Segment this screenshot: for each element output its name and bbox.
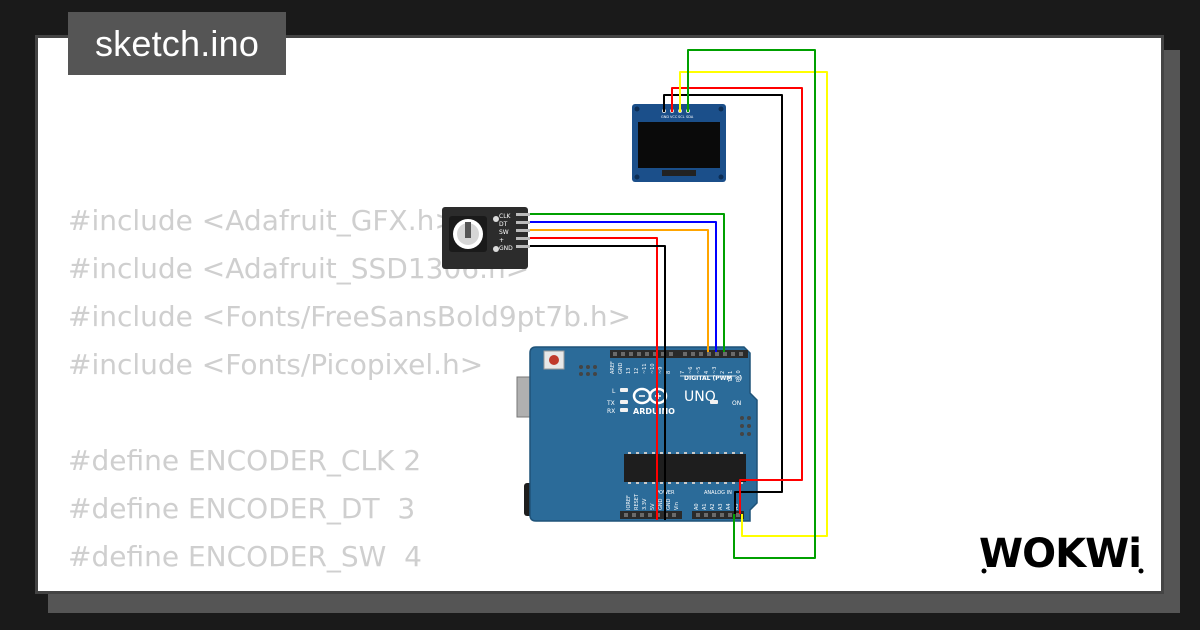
pin-label-gnd-1: GND xyxy=(658,498,664,510)
pin-label-4: 4 xyxy=(704,371,710,374)
on-label: ON xyxy=(732,400,741,407)
model-label: UNO xyxy=(684,389,716,405)
pin-label-a1: A1 xyxy=(702,503,708,510)
wire-sw[interactable] xyxy=(530,229,709,352)
pin-label-9: ~9 xyxy=(658,367,664,374)
led-on xyxy=(710,400,718,404)
pin-label-a3: A3 xyxy=(718,503,724,510)
arduino-uno-board[interactable]: AREF GND 13 12 ~11 ~10 ~9 8 7 ~6 ~5 4 ~3… xyxy=(516,346,758,522)
wire-encoder-gnd[interactable] xyxy=(530,245,666,520)
oled-pin-scl: SCL xyxy=(678,115,685,119)
wire-oled-scl[interactable] xyxy=(679,71,828,537)
encoder-pin-dt: DT xyxy=(499,221,508,228)
led-tx xyxy=(620,400,628,404)
pin-label-reset: RESET xyxy=(634,493,640,510)
led-label-tx: TX xyxy=(606,400,615,407)
pin-label-rx: RX 0 xyxy=(736,370,742,382)
pin-label-13: 13 xyxy=(626,368,632,374)
pin-label-vin: Vin xyxy=(674,502,680,510)
pin-label-5v: 5V xyxy=(650,503,656,510)
wire-oled-gnd[interactable] xyxy=(663,94,783,514)
wire-encoder-vcc[interactable] xyxy=(530,237,658,520)
pin-label-aref: AREF xyxy=(610,361,616,374)
encoder-pin-clk: CLK xyxy=(499,213,512,220)
code-line-8: #define ENCODER_SW 4 xyxy=(68,540,422,573)
pin-label-a0: A0 xyxy=(694,503,700,510)
led-l xyxy=(620,388,628,392)
pin-label-6: ~6 xyxy=(688,367,694,374)
code-line-7: #define ENCODER_DT 3 xyxy=(68,492,416,525)
oled-pin-gnd: GND xyxy=(661,115,669,119)
wire-oled-vcc[interactable] xyxy=(671,87,803,514)
wokwi-logo-text: WOKWi xyxy=(979,531,1141,577)
encoder-pin-gnd: GND xyxy=(499,245,513,252)
pin-label-7: 7 xyxy=(680,371,686,374)
pin-label-8: 8 xyxy=(666,371,672,374)
pin-label-5: ~5 xyxy=(696,367,702,374)
atmega-chip xyxy=(624,454,746,482)
pin-label-gnd-2: GND xyxy=(666,498,672,510)
code-preview: #include <Adafruit_GFX.h>#include <Adafr… xyxy=(68,197,631,581)
pin-label-11: ~11 xyxy=(642,363,648,374)
oled-pin-vcc: VCC xyxy=(670,115,678,119)
wokwi-logo: WOKWi xyxy=(979,531,1144,577)
pin-label-a5: A5 xyxy=(734,503,740,510)
encoder-pin-sw: SW xyxy=(499,229,509,236)
pin-label-tx: TX 1 xyxy=(728,371,734,383)
code-line-4: #include <Fonts/Picopixel.h> xyxy=(68,348,484,381)
pin-label-a2: A2 xyxy=(710,503,716,510)
reset-button[interactable] xyxy=(549,355,559,365)
analog-header xyxy=(692,511,744,519)
encoder-pin-plus: + xyxy=(499,237,504,244)
pin-label-gnd: GND xyxy=(618,362,624,374)
oled-pin-sda: SDA xyxy=(686,115,694,119)
led-label-rx: RX xyxy=(607,408,615,415)
rotary-encoder[interactable]: CLK DT SW + GND xyxy=(442,207,530,269)
pin-label-12: 12 xyxy=(634,368,640,374)
pin-label-3v3: 3.3V xyxy=(642,498,648,510)
wire-dt[interactable] xyxy=(530,221,717,352)
wire-oled-sda[interactable] xyxy=(687,49,816,559)
led-label-l: L xyxy=(612,388,616,395)
code-line-3: #include <Fonts/FreeSansBold9pt7b.h> xyxy=(68,300,632,333)
pin-label-ioref: IOREF xyxy=(626,495,632,510)
code-line-6: #define ENCODER_CLK 2 xyxy=(68,444,422,477)
file-title: sketch.ino xyxy=(68,12,286,75)
oled-screen xyxy=(638,122,720,168)
wires xyxy=(530,49,828,559)
code-line-1: #include <Adafruit_GFX.h> xyxy=(68,204,458,237)
digital-label: DIGITAL (PWM ~) xyxy=(684,375,742,382)
pin-label-3: ~3 xyxy=(712,367,718,374)
pin-label-10: ~10 xyxy=(650,363,656,374)
led-rx xyxy=(620,408,628,412)
wire-clk[interactable] xyxy=(530,213,725,352)
pin-label-2: 2 xyxy=(720,371,726,374)
analog-label: ANALOG IN xyxy=(704,490,732,496)
brand-label: ARDUINO xyxy=(633,407,675,416)
digital-header xyxy=(610,350,748,358)
oled-display[interactable]: GND VCC SCL SDA xyxy=(632,104,726,182)
pin-label-a4: A4 xyxy=(726,503,732,510)
